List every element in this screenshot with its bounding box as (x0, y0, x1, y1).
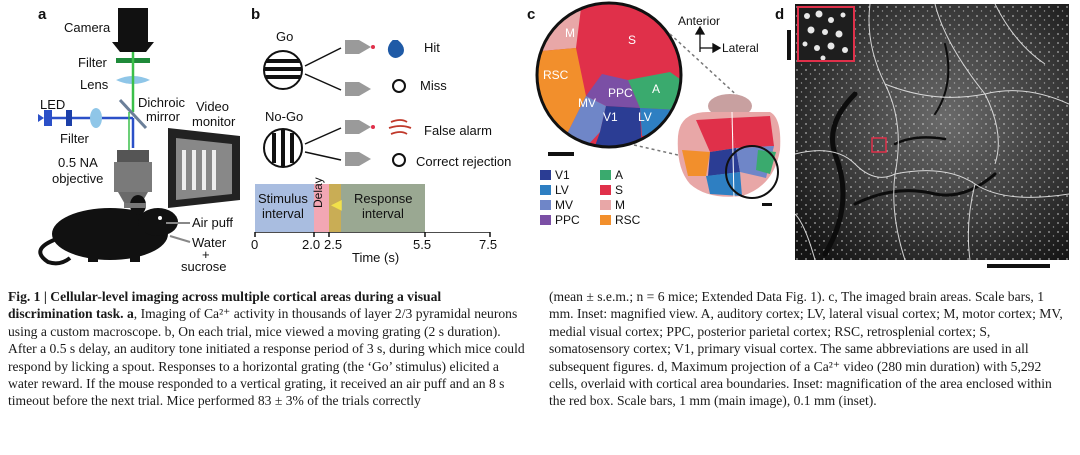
inset-scale-bar (787, 30, 791, 60)
dichroic-label-2: mirror (146, 109, 180, 124)
inset-region-box (871, 137, 887, 153)
stimulus-label-1: Stimulus (258, 191, 308, 206)
panel-letter-b: b (251, 6, 261, 23)
whole-brain-map (677, 94, 781, 199)
delay-label: Delay (311, 177, 325, 208)
stimulus-interval-bar (255, 184, 314, 232)
scale-bar-small (762, 203, 772, 206)
dichroic-label-1: Dichroic (138, 95, 185, 110)
miss-label: Miss (420, 78, 447, 93)
correct-rejection-circle-icon (392, 153, 406, 167)
panel-letter-d: d (775, 6, 785, 23)
magnified-inset (797, 6, 855, 62)
nogo-label: No-Go (265, 109, 304, 124)
filter-top-label: Filter (78, 55, 107, 70)
video-label-1: Video (196, 99, 230, 114)
caption-right-text: (mean ± s.e.m.; n = 6 mice; Extended Dat… (549, 289, 1063, 409)
stimulus-label-2: interval (262, 206, 304, 221)
scale-bar-large (548, 152, 574, 156)
map-label-ppc: PPC (608, 86, 633, 100)
main-scale-bar (987, 264, 1050, 268)
map-label-lv: LV (638, 110, 652, 124)
camera-icon (112, 8, 154, 52)
map-label-m: M (565, 26, 575, 40)
legend-label: A (615, 168, 624, 182)
lens-label: Lens (80, 77, 109, 92)
water-drop-icon (387, 40, 404, 58)
caption-left-text: , Imaging of Ca²⁺ activity in thousands … (8, 306, 525, 409)
hit-label: Hit (424, 40, 440, 55)
response-label-1: Response (354, 191, 413, 206)
legend-label: S (615, 183, 624, 197)
water-label-3: sucrose (181, 259, 227, 274)
map-label-v1: V1 (603, 110, 618, 124)
time-axis (254, 232, 491, 237)
air-puff-label: Air puff (192, 215, 233, 230)
delay-bar (314, 184, 329, 232)
led-icon (38, 110, 52, 126)
tone-bar (329, 184, 341, 232)
legend-swatch (600, 170, 611, 180)
legend-label: RSC (615, 213, 641, 227)
caption-left-column: Fig. 1 | Cellular-level imaging across m… (8, 288, 526, 410)
caption-right-column: (mean ± s.e.m.; n = 6 mice; Extended Dat… (549, 288, 1069, 410)
anterior-label: Anterior (678, 14, 721, 28)
tick-0: 0 (251, 237, 259, 252)
legend-swatch (600, 200, 611, 210)
go-label: Go (276, 29, 294, 44)
mouse-icon (38, 195, 178, 266)
miss-circle-icon (392, 79, 406, 93)
water-label-2: + (202, 247, 210, 262)
map-label-a: A (652, 82, 661, 96)
water-label-1: Water (192, 235, 227, 250)
response-label-2: interval (362, 206, 404, 221)
macroscope-diagram (38, 8, 240, 266)
vertical-grating-icon (263, 128, 303, 168)
tick-2-5: 2.5 (324, 237, 343, 252)
air-puff-icon (388, 119, 412, 135)
legend-swatch (600, 215, 611, 225)
objective-label-2: objective (52, 171, 104, 186)
panel-letter-a: a (38, 6, 47, 23)
legend-swatch (540, 170, 551, 180)
cortex-map (535, 1, 781, 206)
legend-swatch (600, 185, 611, 195)
legend-swatch (540, 200, 551, 210)
dichroic-mirror-shape (118, 98, 148, 130)
response-interval-bar (341, 184, 425, 232)
legend-swatch (540, 215, 551, 225)
filter-left-shape (66, 110, 72, 126)
camera-label: Camera (64, 20, 111, 35)
legend-label: MV (555, 198, 573, 212)
legend-label: M (615, 198, 625, 212)
mouse-head-icon (345, 40, 371, 166)
horizontal-grating-icon (263, 50, 303, 90)
map-label-mv: MV (578, 96, 596, 110)
task-diagram (263, 40, 412, 168)
false-alarm-label: False alarm (424, 123, 492, 138)
legend-label: PPC (555, 213, 580, 227)
legend-swatch (540, 185, 551, 195)
correct-rejection-label: Correct rejection (416, 154, 512, 169)
time-axis-label: Time (s) (352, 250, 400, 265)
filter-left-label: Filter (60, 131, 89, 146)
caption-heading: Fig. 1 | Cellular-level imaging across m… (8, 289, 442, 322)
legend-label: V1 (555, 168, 570, 182)
map-label-s: S (628, 33, 637, 47)
tone-speaker-icon: ◀ (331, 196, 342, 212)
orientation-compass-icon (694, 25, 722, 54)
led-label: LED (40, 97, 66, 112)
tick-7-5: 7.5 (479, 237, 498, 252)
video-label-2: monitor (192, 114, 236, 129)
map-label-rsc: RSC (543, 68, 569, 82)
tick-5-5: 5.5 (413, 237, 432, 252)
panel-letter-c: c (527, 6, 536, 23)
lateral-label: Lateral (722, 41, 759, 55)
tick-2-0: 2.0 (302, 237, 321, 252)
legend-label: LV (555, 183, 569, 197)
video-monitor-icon (168, 128, 240, 208)
objective-label-1: 0.5 NA (58, 155, 98, 170)
